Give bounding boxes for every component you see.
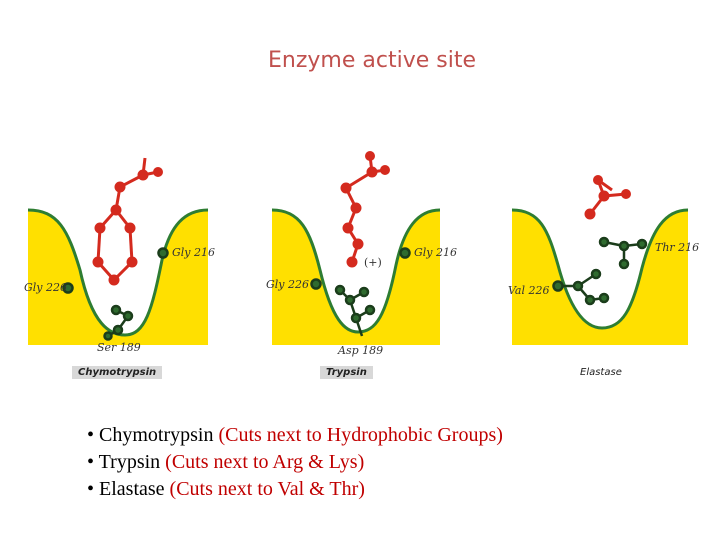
elastase-caption: Elastase xyxy=(580,367,622,378)
chymotrypsin-caption: Chymotrypsin xyxy=(72,366,163,379)
chymotrypsin-upper-label: Gly 216 xyxy=(172,246,216,259)
bullet-row-trypsin: • Trypsin (Cuts next to Arg & Lys) xyxy=(87,449,503,476)
active-site-diagram xyxy=(27,151,689,345)
elastase-residues xyxy=(552,236,648,306)
bullet-marker: • xyxy=(87,424,95,446)
active-site-figure: Gly 216 Gly 226 Ser 189 Chymotrypsin (+)… xyxy=(0,140,720,390)
elastase-pocket-outline xyxy=(511,208,689,330)
trypsin-left-label: Gly 226 xyxy=(266,278,310,291)
trypsin-bottom-label: Asp 189 xyxy=(338,344,384,357)
bullet-enzyme: Trypsin xyxy=(98,451,161,473)
trypsin-pocket-outline xyxy=(271,208,441,334)
bullet-note: (Cuts next to Arg & Lys) xyxy=(165,451,365,473)
bullet-marker: • xyxy=(87,478,95,500)
page-title: Enzyme active site xyxy=(268,48,476,73)
bullet-enzyme: Chymotrypsin xyxy=(99,424,214,446)
bullet-note: (Cuts next to Hydrophobic Groups) xyxy=(218,424,503,446)
chymotrypsin-residues xyxy=(62,247,169,341)
bullet-row-chymotrypsin: • Chymotrypsin (Cuts next to Hydrophobic… xyxy=(87,422,503,449)
chymotrypsin-panel xyxy=(27,157,209,345)
enzyme-bullet-list: • Chymotrypsin (Cuts next to Hydrophobic… xyxy=(87,422,503,503)
bullet-note: (Cuts next to Val & Thr) xyxy=(169,478,365,500)
trypsin-residues xyxy=(310,247,411,337)
trypsin-panel xyxy=(271,151,441,345)
trypsin-charge-label: (+) xyxy=(364,256,382,269)
trypsin-substrate xyxy=(340,151,390,268)
bullet-row-elastase: • Elastase (Cuts next to Val & Thr) xyxy=(87,476,503,503)
chymotrypsin-pocket-outline xyxy=(27,208,209,337)
trypsin-upper-label: Gly 216 xyxy=(414,246,458,259)
bullet-marker: • xyxy=(87,451,95,473)
elastase-substrate xyxy=(584,175,631,220)
chymotrypsin-left-label: Gly 226 xyxy=(24,281,68,294)
elastase-upper-label: Thr 216 xyxy=(655,241,700,254)
chymotrypsin-substrate xyxy=(92,157,163,286)
chymotrypsin-bottom-label: Ser 189 xyxy=(97,341,141,354)
elastase-panel xyxy=(511,175,689,345)
elastase-pocket xyxy=(512,210,688,345)
trypsin-caption: Trypsin xyxy=(320,366,373,379)
elastase-left-label: Val 226 xyxy=(508,284,550,297)
chymotrypsin-pocket xyxy=(28,210,208,345)
bullet-enzyme: Elastase xyxy=(99,478,165,500)
trypsin-pocket xyxy=(272,210,440,345)
